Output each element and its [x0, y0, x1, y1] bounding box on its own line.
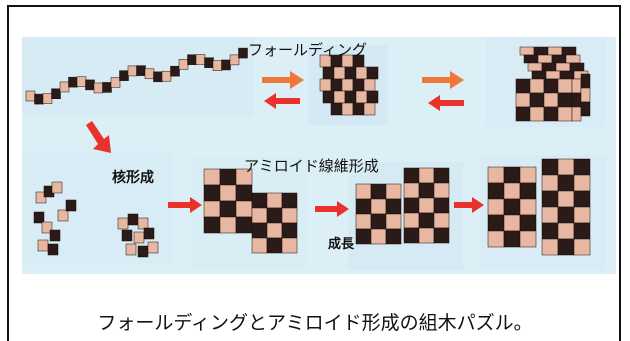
amyloid-fibril-photo [480, 155, 606, 270]
arrow-down-icon [86, 121, 111, 153]
amyloid-start-photo [190, 157, 308, 269]
arrow-right-icon [262, 71, 304, 89]
arrow-left-icon [264, 93, 300, 109]
nucleation-label: 核形成 [112, 170, 154, 186]
arrow-right-icon [454, 197, 484, 213]
amyloid-growth-photo [348, 162, 463, 270]
arrow-left-icon [428, 95, 464, 111]
growth-label: 成長 [328, 237, 355, 252]
arrow-right-icon [422, 71, 464, 89]
arrow-right-icon [315, 201, 349, 217]
unfolded-chain-photo [22, 37, 254, 117]
folding-label: フォールディング [248, 41, 367, 59]
amyloid-label: アミロイド線維形成 [244, 157, 379, 175]
arrow-right-icon [168, 197, 202, 213]
diagram-panel: フォールディング 核形成 アミロイド線維形成 成長 [22, 37, 616, 274]
nucleation-photo [22, 152, 172, 264]
folded-cube-photo [486, 37, 606, 127]
figure-caption: フォールディングとアミロイド形成の組木パズル。 [97, 312, 533, 334]
intermediate-fold-photo [308, 45, 388, 125]
